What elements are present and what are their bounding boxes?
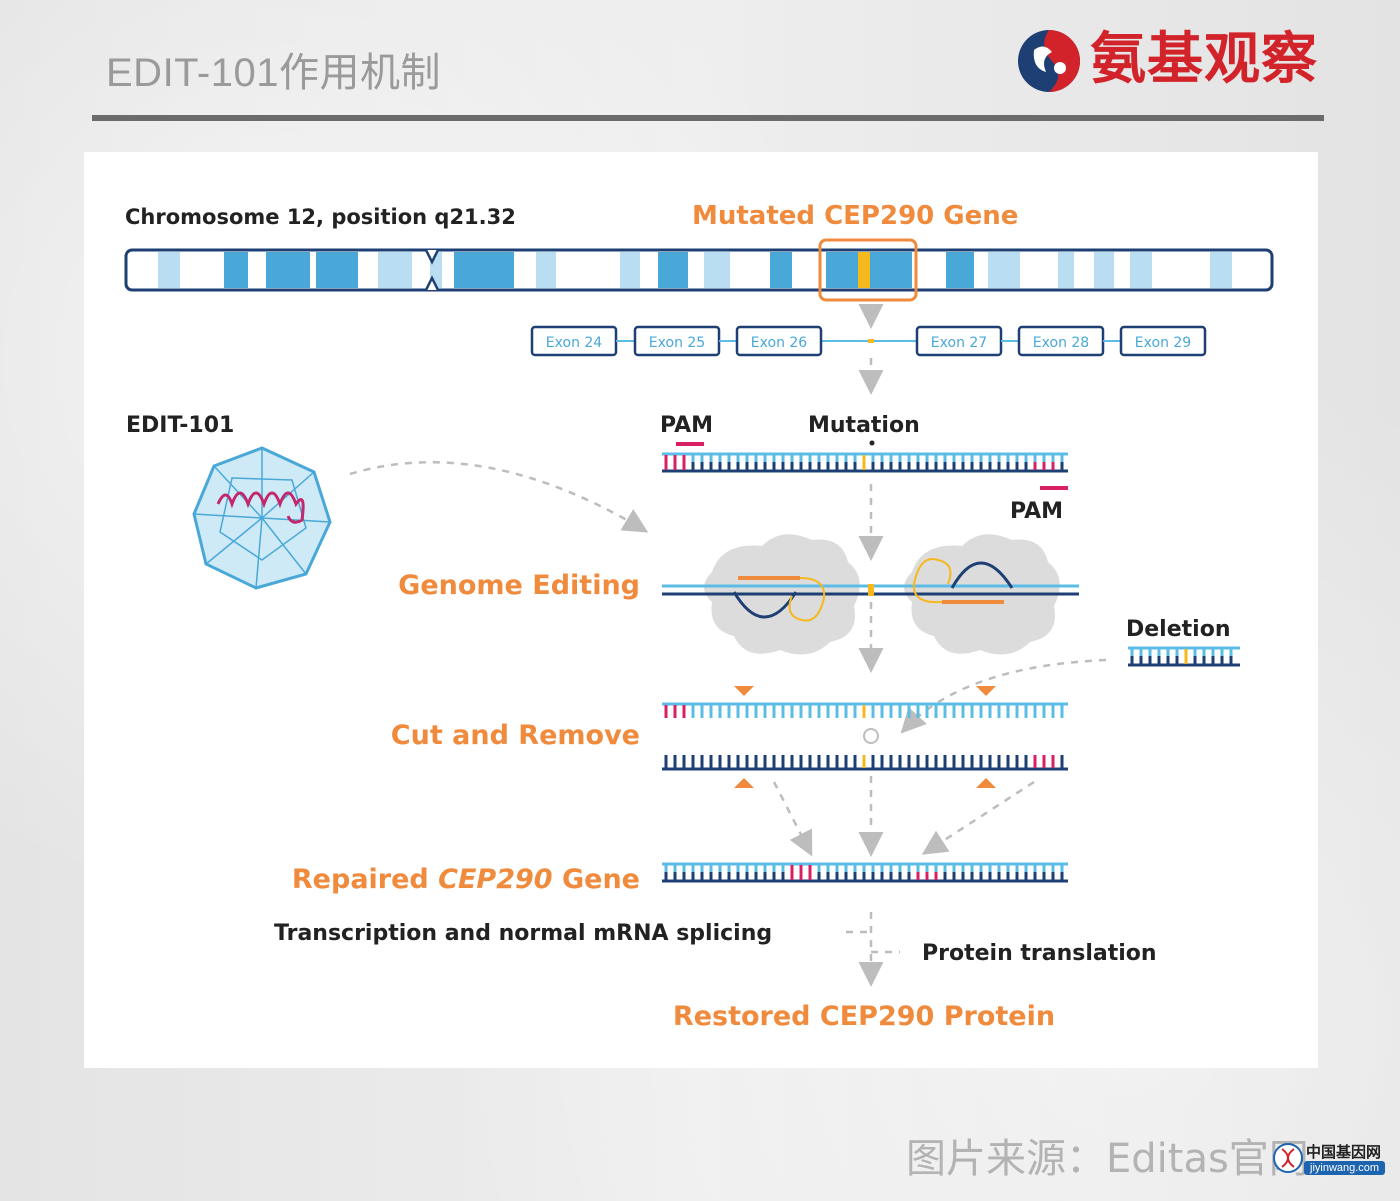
exon-label: Exon 28 bbox=[1033, 335, 1089, 351]
step-cut-and-remove: Cut and Remove bbox=[391, 720, 640, 751]
pam-label-bottom: PAM bbox=[1010, 499, 1063, 524]
cut-site-markers bbox=[734, 686, 996, 788]
step-repaired-gene: Repaired CEP290 Gene bbox=[292, 864, 640, 895]
dna-mutated-strand bbox=[662, 452, 1068, 473]
chromosome-band bbox=[620, 252, 640, 288]
cut-marker-4 bbox=[976, 778, 996, 788]
chromosome-band bbox=[1210, 252, 1232, 288]
exon-row: Exon 24 Exon 25 Exon 26 Exon 27 Exon 28 Exon … bbox=[530, 325, 1207, 357]
aav-capsid-icon bbox=[192, 446, 332, 590]
chromosome-band bbox=[316, 252, 358, 288]
chromosome-band bbox=[1130, 252, 1152, 288]
drug-label: EDIT-101 bbox=[126, 413, 234, 438]
pam-label-top: PAM bbox=[660, 413, 713, 438]
chromosome-label: Chromosome 12, position q21.32 bbox=[125, 205, 516, 229]
cut-marker-3 bbox=[734, 778, 754, 788]
pam-marker-bottom bbox=[1040, 486, 1068, 490]
mutated-gene-label: Mutated CEP290 Gene bbox=[692, 201, 1018, 231]
exon-label: Exon 25 bbox=[649, 335, 705, 351]
site-url[interactable]: jiyinwang.com bbox=[1304, 1161, 1386, 1175]
dna-cut-bottom-strand bbox=[662, 755, 1068, 771]
deletion-label: Deletion bbox=[1126, 617, 1230, 642]
chromosome-band bbox=[858, 252, 870, 288]
chromosome-bar bbox=[124, 248, 1274, 292]
chromosome-band bbox=[988, 252, 1020, 288]
step-translation: Protein translation bbox=[922, 941, 1157, 966]
chromosome-band bbox=[826, 252, 858, 288]
site-name: 中国基因网 bbox=[1306, 1143, 1382, 1161]
title-divider bbox=[92, 115, 1324, 121]
exon-box bbox=[1119, 325, 1207, 357]
step-restored-protein: Restored CEP290 Protein bbox=[673, 1001, 1055, 1032]
chromosome-band bbox=[378, 252, 396, 288]
chromosome-band bbox=[1058, 252, 1074, 288]
logo-mark-icon bbox=[1018, 30, 1080, 92]
chromosome-band bbox=[266, 252, 310, 288]
chromosome-bands bbox=[158, 252, 1232, 288]
repaired-prefix: Repaired bbox=[292, 864, 438, 895]
cut-marker-2 bbox=[976, 686, 996, 696]
site-badge: 中国基因网 jiyinwang.com bbox=[1272, 1138, 1390, 1180]
chromosome-band bbox=[770, 252, 792, 288]
editing-strands bbox=[662, 558, 1079, 622]
chromosome-band bbox=[658, 252, 688, 288]
chromosome-band bbox=[158, 252, 180, 288]
exon-label: Exon 26 bbox=[751, 335, 807, 351]
chromosome-band bbox=[396, 252, 412, 288]
exon-box bbox=[735, 325, 823, 357]
repaired-suffix: Gene bbox=[553, 864, 640, 895]
exon-label: Exon 24 bbox=[546, 335, 602, 351]
chromosome-band bbox=[224, 252, 248, 288]
flow-arrows bbox=[349, 304, 1107, 987]
dna-cut-top-strand bbox=[662, 702, 1068, 718]
chromosome-band bbox=[946, 252, 974, 288]
exon-mutation-marker bbox=[868, 339, 874, 343]
brand-logo: 氨基观察 bbox=[1016, 24, 1346, 96]
pam-marker-top bbox=[676, 442, 704, 446]
mechanism-diagram: Chromosome 12, position q21.32 Mutated C… bbox=[124, 201, 1274, 1032]
image-source-caption: 图片来源：Editas官网 bbox=[906, 1136, 1309, 1182]
dna-repaired-strand bbox=[662, 862, 1068, 883]
chromosome-band bbox=[536, 252, 556, 288]
dna-deletion-fragment bbox=[1128, 646, 1240, 667]
mutation-label: Mutation bbox=[808, 413, 920, 438]
logo-text: 氨基观察 bbox=[1090, 27, 1318, 92]
step-transcription: Transcription and normal mRNA splicing bbox=[274, 921, 772, 946]
step-genome-editing: Genome Editing bbox=[398, 570, 640, 601]
dna-globe-icon bbox=[1273, 1143, 1303, 1173]
diagram-panel: Chromosome 12, position q21.32 Mutated C… bbox=[84, 152, 1318, 1068]
cut-marker-1 bbox=[734, 686, 754, 696]
exon-label: Exon 29 bbox=[1135, 335, 1191, 351]
removed-site-marker bbox=[863, 728, 879, 744]
exon-label: Exon 27 bbox=[931, 335, 987, 351]
chromosome-band bbox=[1094, 252, 1114, 288]
chromosome-band bbox=[454, 252, 514, 288]
chromosome-band bbox=[870, 252, 912, 288]
repaired-gene-name: CEP290 bbox=[438, 864, 552, 895]
chromosome-band bbox=[704, 252, 730, 288]
slide-title: EDIT-101作用机制 bbox=[106, 51, 441, 95]
mutated-gene-highlight bbox=[818, 238, 918, 302]
